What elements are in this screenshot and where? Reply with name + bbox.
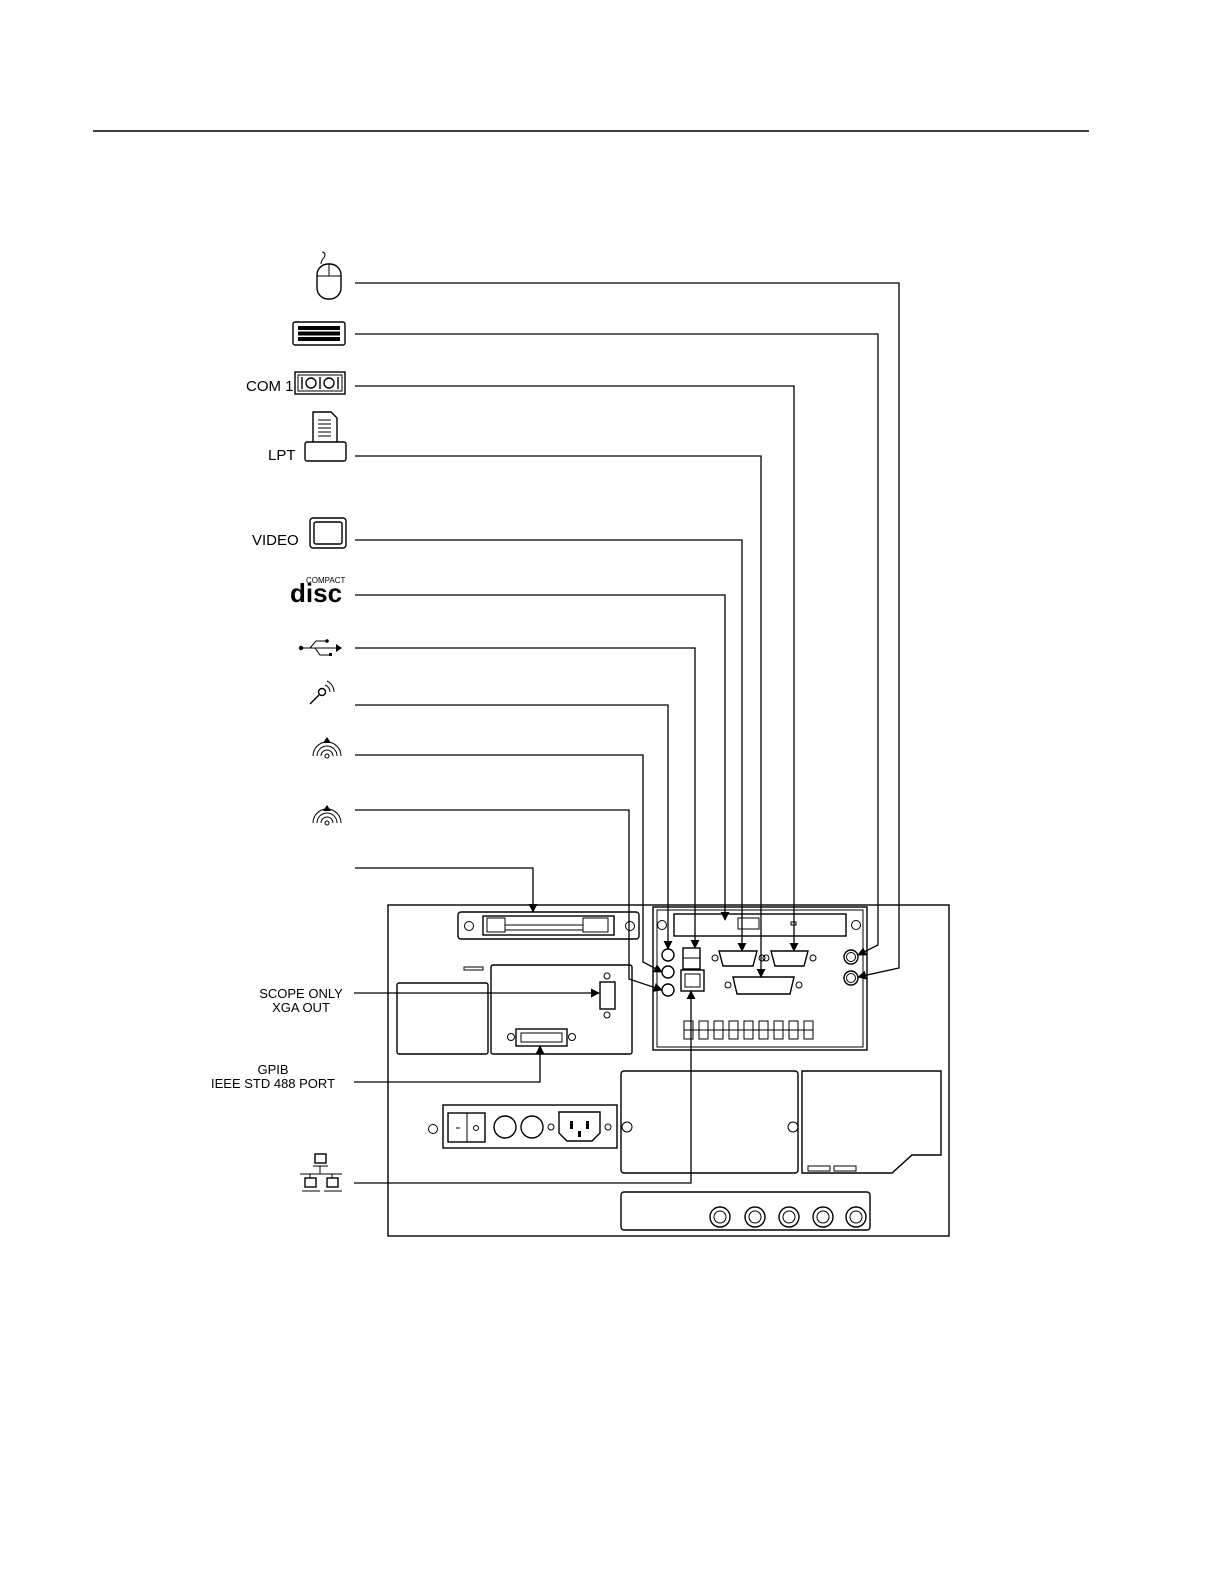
vent-row (684, 1021, 813, 1039)
bnc-connector-row (621, 1192, 870, 1230)
gpib-port[interactable] (508, 1029, 576, 1046)
mic-jack[interactable] (662, 949, 674, 961)
leader-video (355, 540, 742, 951)
monitor-icon (310, 518, 346, 548)
leader-lpt (355, 456, 761, 977)
svg-text:SCOPE ONLY: SCOPE ONLY (259, 986, 343, 1001)
mouse-icon (317, 252, 341, 299)
leader-mouse (355, 283, 899, 977)
ethernet-port[interactable] (681, 970, 704, 991)
usb-icon (299, 639, 342, 656)
leader-gpib (354, 1046, 540, 1082)
video-label: VIDEO (252, 532, 299, 549)
gpib-xga-module (491, 965, 632, 1054)
power-inlet[interactable] (548, 1112, 611, 1141)
power-section (429, 1105, 618, 1148)
svg-text:IEEE STD 488 PORT: IEEE STD 488 PORT (211, 1076, 335, 1091)
gpib-label: GPIB IEEE STD 488 PORT (211, 1062, 335, 1091)
lpt-port[interactable] (725, 977, 802, 994)
pc-io-module (653, 907, 867, 1050)
line-in-icon (313, 805, 341, 825)
lpt-label: LPT (268, 447, 296, 464)
keyboard-icon (293, 322, 345, 345)
microphone-icon (310, 681, 334, 704)
leader-network (354, 991, 691, 1183)
rear-panel (388, 905, 949, 1236)
scope-only-label: SCOPE ONLY XGA OUT (259, 986, 343, 1015)
line-in-jack[interactable] (662, 984, 674, 996)
leader-cd (355, 595, 725, 920)
leader-line-in (355, 810, 662, 990)
leader-usb (355, 648, 695, 948)
leader-keyboard (355, 334, 878, 955)
line-out-jack[interactable] (662, 966, 674, 978)
printer-icon (305, 412, 346, 461)
xga-out-port[interactable] (600, 973, 615, 1018)
leader-com1 (355, 386, 794, 951)
leader-lines (354, 283, 899, 1183)
pc-card-slot (458, 912, 639, 939)
com1-port[interactable] (763, 951, 816, 966)
svg-text:disc: disc (290, 578, 342, 608)
compact-disc-logo: COMPACT disc (290, 576, 346, 608)
video-port[interactable] (712, 951, 765, 966)
line-out-icon (313, 737, 341, 758)
svg-text:XGA OUT: XGA OUT (272, 1000, 330, 1015)
network-icon (300, 1154, 342, 1191)
serial-port-icon (295, 372, 345, 394)
com1-label: COM 1 (246, 378, 294, 395)
svg-text:GPIB: GPIB (257, 1062, 288, 1077)
